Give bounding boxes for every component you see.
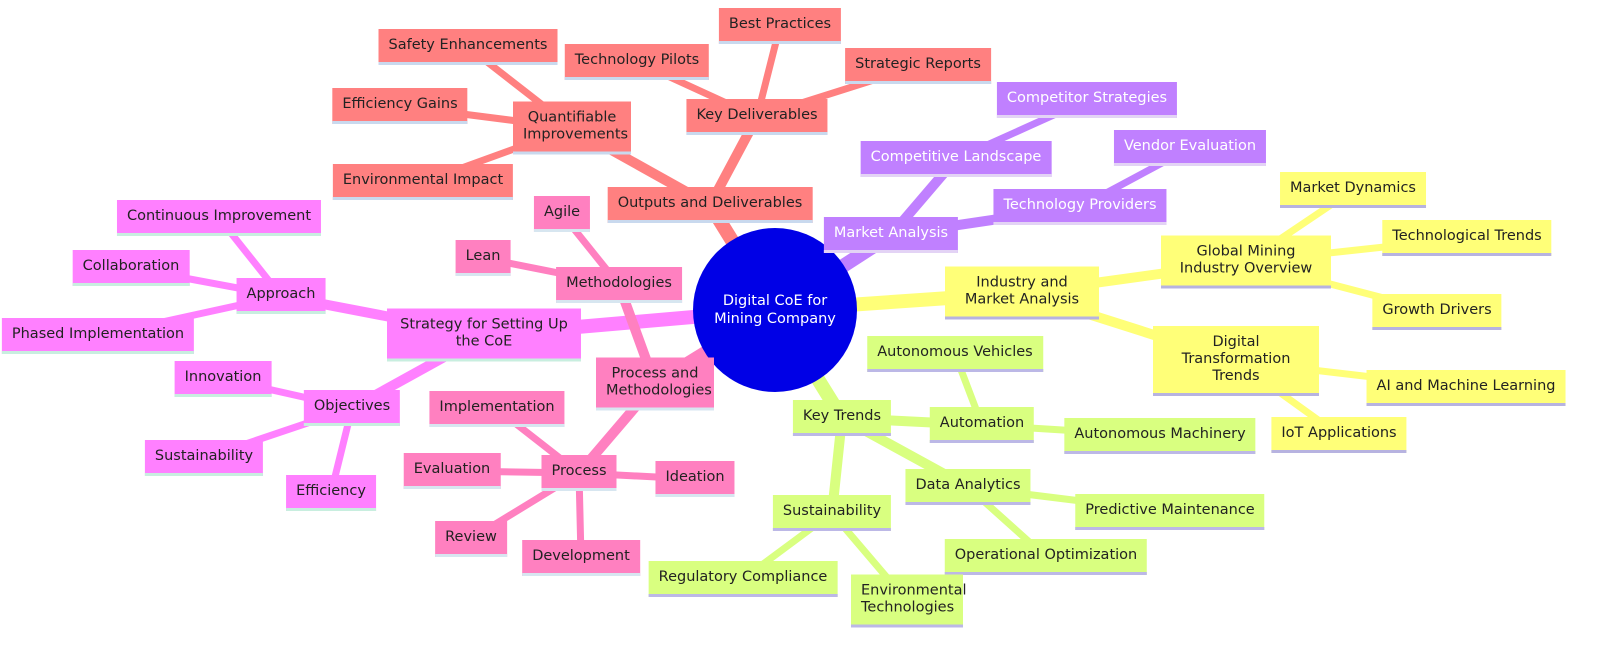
leaf-strategic-reports: Strategic Reports (845, 48, 991, 84)
leaf-implementation: Implementation (429, 391, 565, 427)
leaf-phased-implementation: Phased Implementation (1, 318, 195, 354)
leaf-lean: Lean (455, 240, 511, 276)
node-automation: Automation (929, 407, 1035, 443)
branch-strategy-for-setting-up-the-coe: Strategy for Setting Up the CoE (387, 308, 581, 362)
leaf-autonomous-vehicles: Autonomous Vehicles (867, 336, 1043, 372)
leaf-environmental-impact: Environmental Impact (332, 164, 514, 200)
leaf-safety-enhancements: Safety Enhancements (378, 29, 558, 65)
branch-market-analysis: Market Analysis (823, 217, 959, 253)
leaf-iot-applications: IoT Applications (1271, 417, 1407, 453)
leaf-competitor-strategies: Competitor Strategies (996, 82, 1178, 118)
leaf-operational-optimization: Operational Optimization (944, 539, 1148, 575)
node-objectives: Objectives (303, 390, 401, 426)
leaf-environmental-technologies: Environmental Technologies (851, 574, 967, 628)
leaf-predictive-maintenance: Predictive Maintenance (1075, 494, 1265, 530)
node-competitive-landscape: Competitive Landscape (860, 141, 1052, 177)
leaf-innovation: Innovation (174, 361, 272, 397)
node-methodologies: Methodologies (556, 267, 682, 303)
leaf-collaboration: Collaboration (72, 250, 190, 286)
node-digital-transformation-trends: Digital Transformation Trends (1153, 326, 1319, 396)
leaf-ai-and-machine-learning: AI and Machine Learning (1366, 370, 1566, 406)
leaf-efficiency: Efficiency (286, 475, 376, 511)
leaf-sustainability: Sustainability (144, 440, 264, 476)
node-process: Process (541, 455, 617, 491)
node-sustainability: Sustainability (772, 495, 892, 531)
node-key-deliverables: Key Deliverables (686, 99, 828, 135)
branch-process-and-methodologies: Process and Methodologies (596, 357, 714, 411)
leaf-technology-pilots: Technology Pilots (564, 44, 710, 80)
leaf-vendor-evaluation: Vendor Evaluation (1113, 130, 1267, 166)
root-node: Digital CoE for Mining Company (693, 228, 857, 392)
node-technology-providers: Technology Providers (993, 189, 1167, 225)
branch-industry-and-market-analysis: Industry and Market Analysis (945, 266, 1099, 320)
leaf-evaluation: Evaluation (403, 453, 501, 489)
leaf-autonomous-machinery: Autonomous Machinery (1064, 418, 1256, 454)
node-quantifiable-improvements: Quantifiable Improvements (513, 101, 631, 155)
leaf-technological-trends: Technological Trends (1382, 220, 1552, 256)
branch-outputs-and-deliverables: Outputs and Deliverables (607, 187, 813, 223)
node-global-mining-industry-overview: Global Mining Industry Overview (1161, 235, 1331, 289)
leaf-market-dynamics: Market Dynamics (1280, 172, 1426, 208)
leaf-review: Review (435, 521, 507, 557)
leaf-agile: Agile (533, 196, 591, 232)
leaf-efficiency-gains: Efficiency Gains (332, 88, 468, 124)
leaf-best-practices: Best Practices (718, 8, 842, 44)
branch-key-trends: Key Trends (792, 400, 892, 436)
node-approach: Approach (236, 278, 326, 314)
leaf-development: Development (522, 540, 640, 576)
node-data-analytics: Data Analytics (905, 469, 1031, 505)
leaf-continuous-improvement: Continuous Improvement (116, 200, 322, 236)
leaf-regulatory-compliance: Regulatory Compliance (648, 561, 838, 597)
leaf-growth-drivers: Growth Drivers (1372, 294, 1502, 330)
leaf-ideation: Ideation (655, 461, 735, 497)
